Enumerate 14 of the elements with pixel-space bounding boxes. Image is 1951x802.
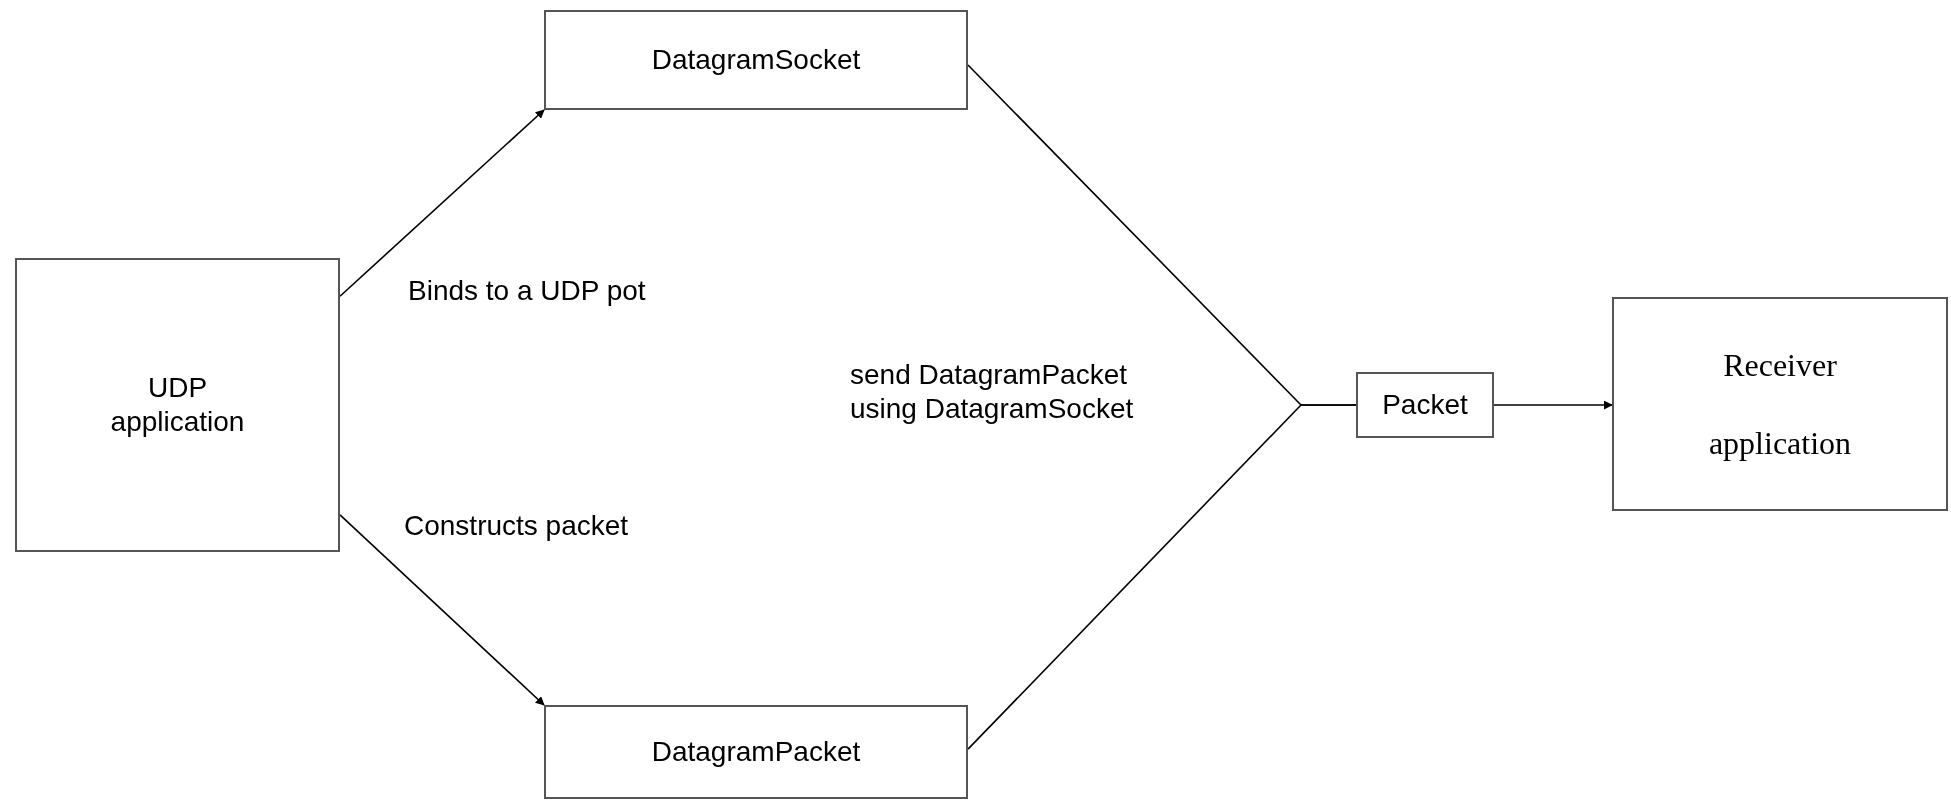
box-label: Receiver application xyxy=(1707,346,1853,463)
process-box xyxy=(1356,372,1494,438)
process-box xyxy=(15,258,340,552)
box-label: UDP application xyxy=(109,371,246,439)
process-box xyxy=(544,705,968,799)
box-label: DatagramSocket xyxy=(651,43,861,77)
process-box xyxy=(544,10,968,110)
box-label: Packet xyxy=(1382,388,1468,422)
box-label: DatagramPacket xyxy=(651,735,861,769)
process-box xyxy=(1612,297,1948,511)
annotation-text: send DatagramPacket using DatagramSocket xyxy=(850,358,1135,426)
arrow xyxy=(339,109,545,298)
arrow xyxy=(339,514,545,706)
arrow xyxy=(1493,400,1613,410)
